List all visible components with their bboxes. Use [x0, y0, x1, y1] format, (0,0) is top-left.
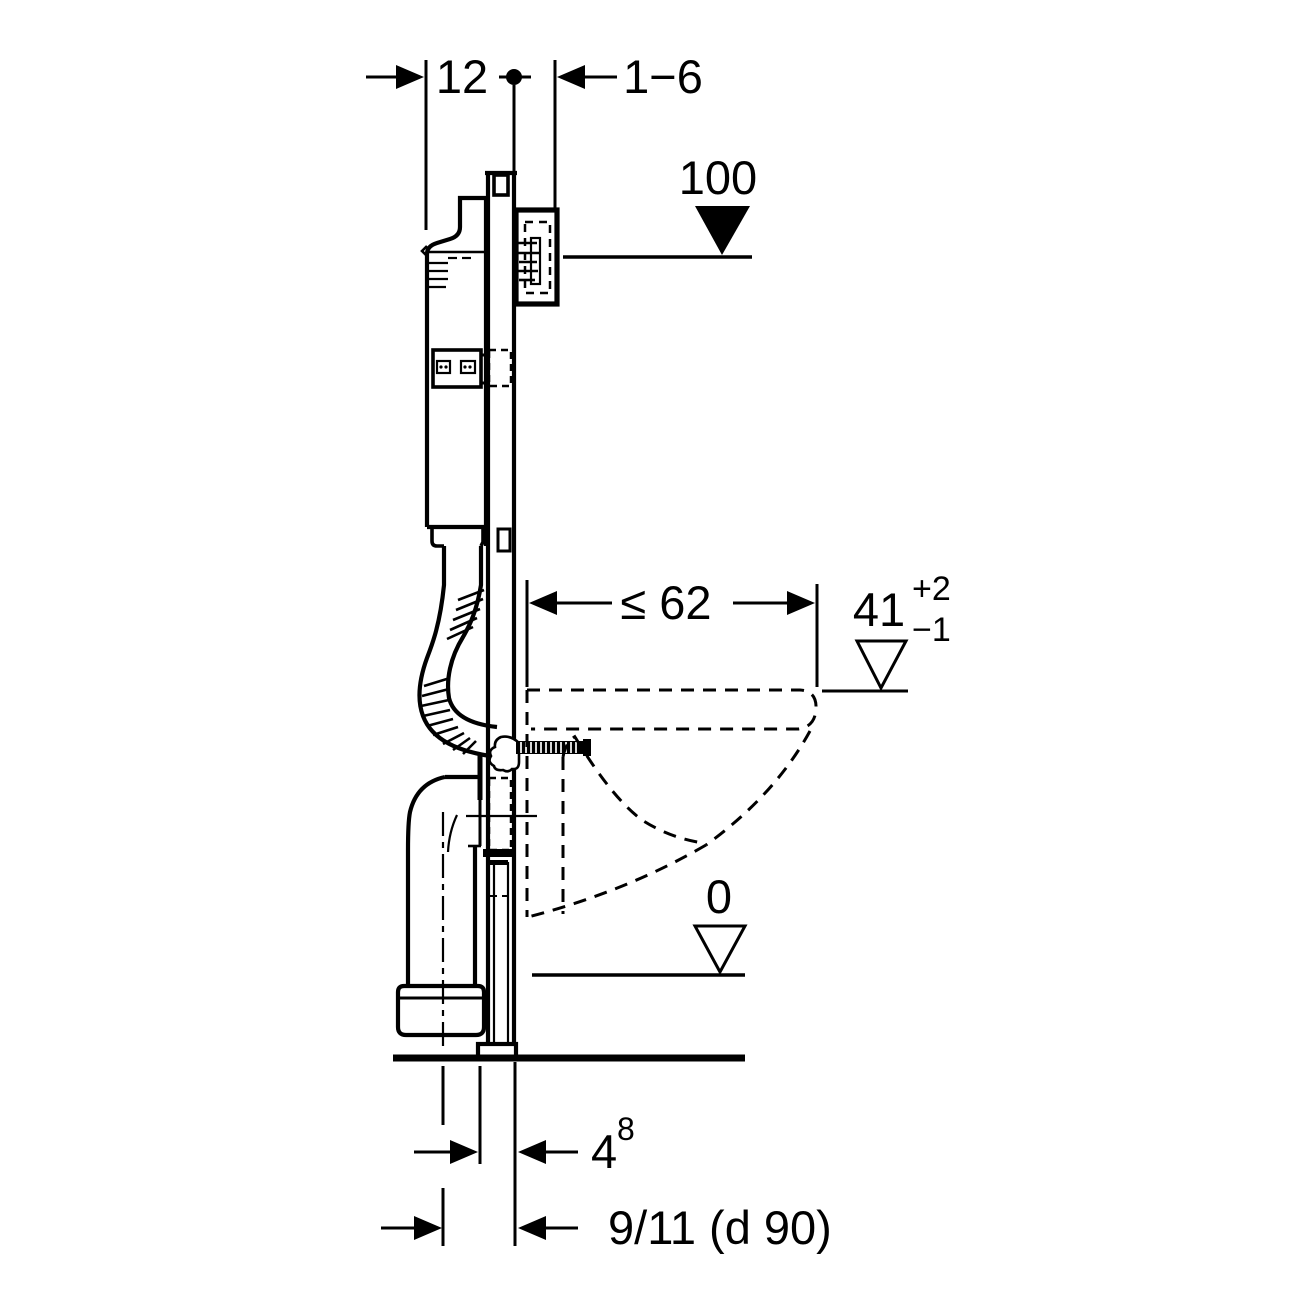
arrow-right-icon	[414, 1216, 442, 1240]
flush-actuator-box	[513, 207, 560, 307]
elbow-inner	[446, 814, 458, 853]
flush-bend	[417, 546, 521, 773]
hidden-outlet-box	[487, 776, 513, 852]
elbow-outer	[405, 774, 446, 985]
pan-rim	[527, 688, 818, 731]
dimension-frame-depth: 12	[366, 50, 531, 230]
level-triangle-open-icon	[854, 639, 909, 692]
frame-rail	[475, 170, 519, 1060]
tolerance-plus: +2	[912, 570, 951, 608]
arrow-left-icon	[529, 591, 557, 615]
dim-label-12: 12	[436, 50, 488, 103]
level-marker-100: 100	[563, 151, 757, 259]
dim-label-1-6: 1−6	[623, 50, 703, 103]
actuator-hidden-frame	[523, 220, 552, 295]
drain-assembly	[395, 753, 537, 1048]
rail-fixing-hole	[496, 527, 512, 553]
level-label-100: 100	[679, 151, 757, 204]
cistern	[420, 195, 513, 548]
arrow-left-icon	[518, 1140, 546, 1164]
dimension-max-width: ≤ 62	[525, 576, 819, 687]
drain-socket-cap	[395, 983, 487, 1038]
hose-corrugation	[420, 588, 485, 755]
outlet-clamp-bar	[483, 849, 513, 857]
rail-top-notch	[492, 173, 510, 197]
arrow-right-icon	[787, 591, 815, 615]
dim-label-4-sup: 8	[617, 1111, 635, 1147]
wc-pan-outline	[490, 688, 818, 919]
level-label-41: 41	[853, 583, 905, 636]
dim-label-9-11: 9/11 (d 90)	[608, 1201, 832, 1254]
pan-bowl-inner	[573, 736, 704, 845]
pan-underside-back	[527, 843, 707, 919]
cistern-bottom-lip-left	[430, 527, 444, 548]
dimension-outlet-offset: 4 8	[414, 1062, 635, 1246]
dim-label-4: 4	[591, 1125, 617, 1178]
flush-valve-bracket	[431, 348, 513, 389]
actuator-linkage	[517, 236, 542, 286]
cistern-bottom-lip-right	[479, 527, 485, 547]
arrow-left-icon	[518, 1216, 546, 1240]
arrow-left-icon	[557, 65, 585, 89]
dimension-wall-finish: 1−6	[553, 50, 703, 209]
cistern-shoulder-nib	[420, 245, 428, 257]
level-label-0: 0	[706, 870, 732, 923]
level-marker-41: 41 +2 −1	[822, 570, 951, 693]
pan-underside-front	[705, 730, 812, 847]
tolerance-minus: −1	[912, 611, 951, 649]
arrow-right-icon	[396, 65, 424, 89]
dimension-drain-spec: 9/11 (d 90)	[381, 1066, 832, 1254]
wall-face-dot	[506, 69, 522, 85]
cistern-ribs	[427, 261, 448, 289]
level-triangle-open-icon	[692, 924, 748, 976]
level-marker-0: 0	[532, 870, 748, 977]
arrow-right-icon	[450, 1140, 478, 1164]
inlet-clamp	[488, 735, 521, 773]
dim-label-62: ≤ 62	[620, 576, 711, 629]
level-triangle-filled-icon	[695, 206, 750, 255]
